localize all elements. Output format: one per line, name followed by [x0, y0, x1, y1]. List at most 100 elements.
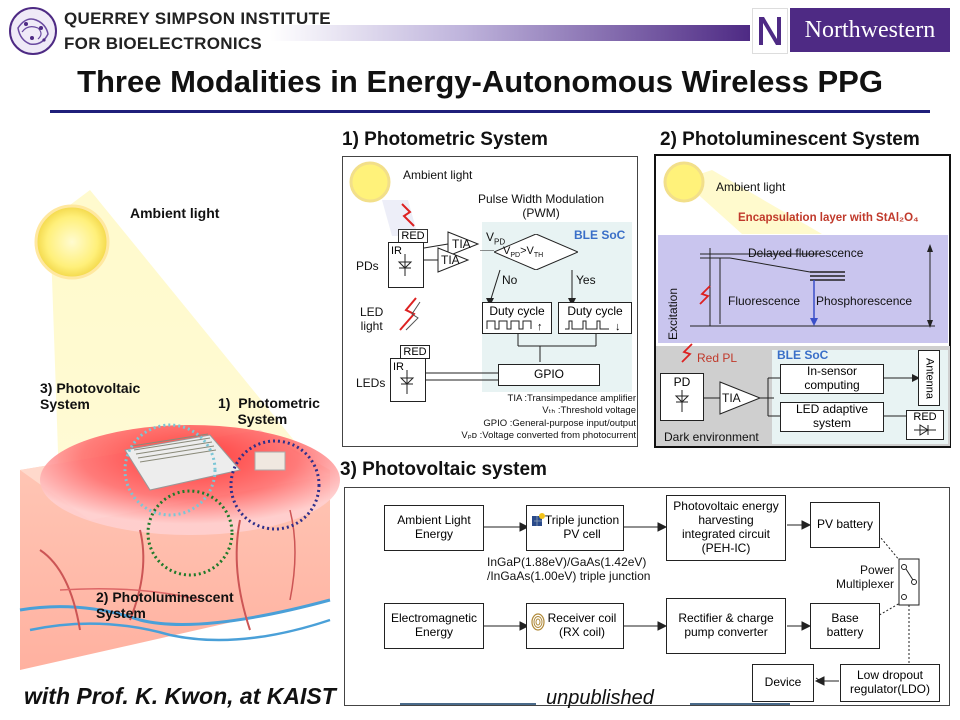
leds-label: LEDs	[356, 376, 386, 390]
gpio-box: GPIO	[498, 364, 600, 386]
red-pl-label: Red PL	[697, 351, 738, 365]
photovoltaic-connectors	[344, 487, 950, 706]
rx-coil-box: Receiver coil (RX coil)	[526, 603, 624, 649]
photometric-ble-label: BLE SoC	[574, 228, 626, 242]
encapsulation-label: Encapsulation layer with StAl₂O₄	[738, 212, 919, 224]
ldo-box: Low dropout regulator(LDO)	[840, 664, 940, 702]
institute-logo	[8, 6, 58, 56]
tia-amplifier-icons	[423, 228, 484, 278]
led-light-label: LED light	[360, 305, 384, 333]
in-sensor-computing-box: In-sensor computing	[780, 364, 884, 394]
pl-photodiode-icon	[674, 389, 690, 412]
footer-unpublished: unpublished	[546, 687, 654, 709]
dark-environment-label: Dark environment	[664, 430, 759, 444]
delayed-fluorescence-label: Delayed fluorescence	[748, 246, 864, 260]
photovoltaic-panel	[344, 487, 950, 706]
device-box: Device	[752, 664, 814, 702]
led-red-label: RED	[400, 345, 430, 359]
university-name: Northwestern	[804, 16, 936, 43]
left-photoluminescent-label: 2) Photoluminescent System	[96, 589, 234, 621]
photometric-heading: 1) Photometric System	[342, 129, 548, 150]
duty-cycle-down-label: Duty cycle	[567, 304, 623, 318]
pl-tia-icon	[704, 378, 774, 418]
northwestern-wordmark: Northwestern	[790, 8, 950, 52]
photometric-legend: TIA :Transimpedance amplifier Vₜₕ :Thres…	[400, 393, 636, 442]
pl-ble-label: BLE SoC	[777, 348, 829, 362]
pl-beam	[672, 170, 942, 234]
pv-cell-icon	[530, 512, 546, 528]
legend-tia: TIA :Transimpedance amplifier	[507, 393, 636, 404]
pwm-up-wave-icon: ↑	[486, 320, 543, 331]
photoluminescent-panel	[654, 154, 951, 448]
pd-block: IR	[388, 242, 424, 288]
photometric-sun-icon	[348, 160, 392, 204]
photovoltaic-heading: 3) Photovoltaic system	[340, 459, 547, 480]
pd-ir-label: IR	[391, 245, 402, 257]
photometric-panel	[342, 156, 638, 447]
pl-branch-lines	[762, 376, 782, 420]
ambient-light-energy-box: Ambient Light Energy	[384, 505, 484, 551]
led-light-lightning-icon	[396, 296, 424, 332]
peh-ic-box: Photovoltaic energy harvesting integrate…	[666, 495, 786, 561]
pl-red-label: RED	[913, 411, 937, 423]
vpd-label: VPD	[486, 230, 506, 247]
antenna-label: Antenna	[923, 357, 936, 399]
rx-coil-icon	[530, 612, 546, 632]
svg-text:↓: ↓	[615, 321, 621, 331]
pl-pd-block: PD	[660, 373, 704, 421]
junction-note: InGaP(1.88eV)/GaAs(1.42eV) /InGaAs(1.00e…	[487, 555, 651, 583]
base-battery-box: Base battery	[810, 603, 880, 649]
pv-battery-box: PV battery	[810, 502, 880, 548]
pl-pd-label: PD	[673, 375, 691, 389]
northwestern-n-logo	[752, 8, 788, 54]
photoluminescent-heading: 2) Photoluminescent System	[660, 129, 920, 150]
pl-led-diode-icon	[914, 423, 936, 436]
pwm-down-wave-icon: ↓	[565, 320, 621, 331]
duty-to-gpio-lines	[500, 334, 620, 364]
left-ambient-light-label: Ambient light	[130, 205, 220, 221]
comparator-label: VPD>VTH	[503, 245, 544, 260]
electromagnetic-energy-box: Electromagnetic Energy	[384, 603, 484, 649]
duty-cycle-up-box: Duty cycle ↑	[482, 302, 552, 334]
pds-label: PDs	[356, 259, 379, 273]
pv-cell-box: Triple junction PV cell	[526, 505, 624, 551]
header-gradient-bar	[270, 25, 750, 41]
led-block: IR	[390, 358, 426, 402]
footer-line-right	[690, 703, 790, 705]
pl-ambient-label: Ambient light	[716, 180, 786, 194]
excitation-lightning-icon	[698, 284, 714, 306]
title-underline	[50, 110, 930, 113]
led-to-gpio-lines	[426, 370, 498, 386]
left-photovoltaic-label: 3) Photovoltaic System	[40, 380, 141, 412]
fluorescence-label: Fluorescence	[728, 294, 801, 308]
lightning-red-icon	[398, 202, 418, 228]
photodiode-icon	[396, 254, 414, 276]
antenna-box: Antenna	[918, 350, 940, 406]
power-multiplexer-label: Power Multiplexer	[836, 563, 895, 591]
pl-red-led-box: RED	[906, 410, 944, 440]
footer-credit: with Prof. K. Kwon, at KAIST	[24, 683, 336, 709]
skin-illustration	[0, 130, 340, 690]
left-photometric-label: 1) Photometric System	[218, 395, 320, 427]
legend-vpd: Vₚᴅ :Voltage converted from photocurrent	[461, 429, 636, 441]
tia1-label: TIA	[452, 237, 471, 251]
duty-cycle-up-label: Duty cycle	[489, 304, 545, 318]
energy-diagram	[690, 240, 940, 340]
page-title: Three Modalities in Energy-Autonomous Wi…	[77, 64, 883, 99]
pwm-label: Pulse Width Modulation (PWM)	[478, 192, 605, 220]
led-ir-label: IR	[393, 361, 404, 373]
pl-tia-label: TIA	[722, 391, 741, 405]
institute-name-line1: QUERREY SIMPSON INSTITUTE	[64, 9, 331, 28]
phosphorescence-label: Phosphorescence	[816, 294, 913, 308]
red-pl-lightning-icon	[680, 342, 696, 364]
footer-line-left	[400, 703, 536, 705]
yes-label: Yes	[576, 273, 596, 287]
pl-sun-icon	[662, 160, 706, 204]
duty-cycle-down-box: Duty cycle ↓	[558, 302, 632, 334]
no-label: No	[502, 273, 518, 287]
institute-name-line2: FOR BIOELECTRONICS	[64, 34, 263, 53]
tia2-label: TIA	[441, 253, 460, 267]
legend-gpio: GPIO :General-purpose input/output	[483, 417, 636, 429]
led-adaptive-system-box: LED adaptive system	[780, 402, 884, 432]
photometric-beam	[378, 196, 418, 236]
